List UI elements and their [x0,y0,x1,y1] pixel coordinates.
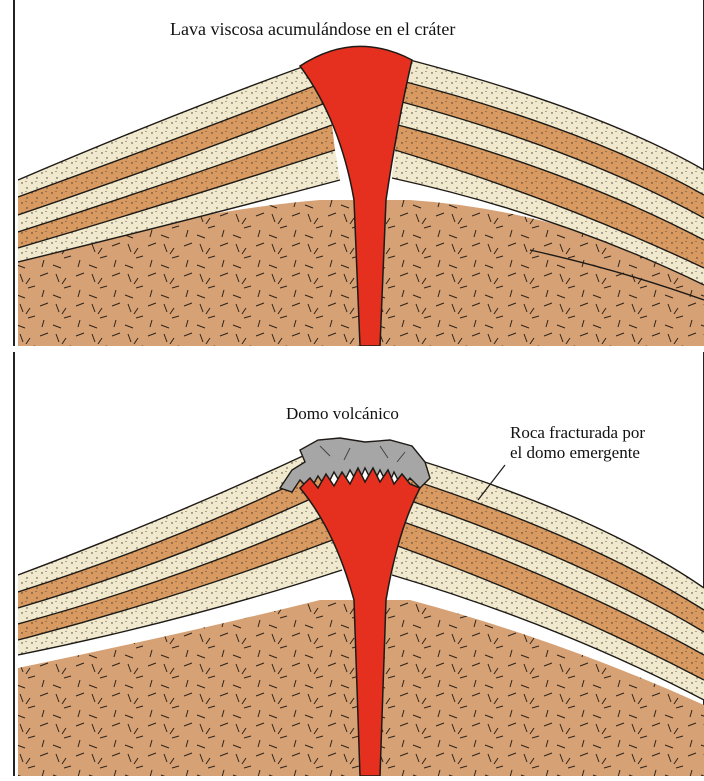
fractured-rock-annotation-line-1: Roca fracturada por [510,423,704,443]
panel-divider [0,346,704,352]
bottom-panel-illustration [18,438,704,776]
top-panel-illustration [18,46,704,346]
bottom-panel-caption: Domo volcánico [286,404,399,423]
fractured-rock-annotation-line-2: el domo emergente [510,443,704,463]
fractured-rock-annotation: Roca fracturada por el domo emergente [510,423,704,463]
top-panel-caption: Lava viscosa acumulándose en el cráter [170,20,455,39]
